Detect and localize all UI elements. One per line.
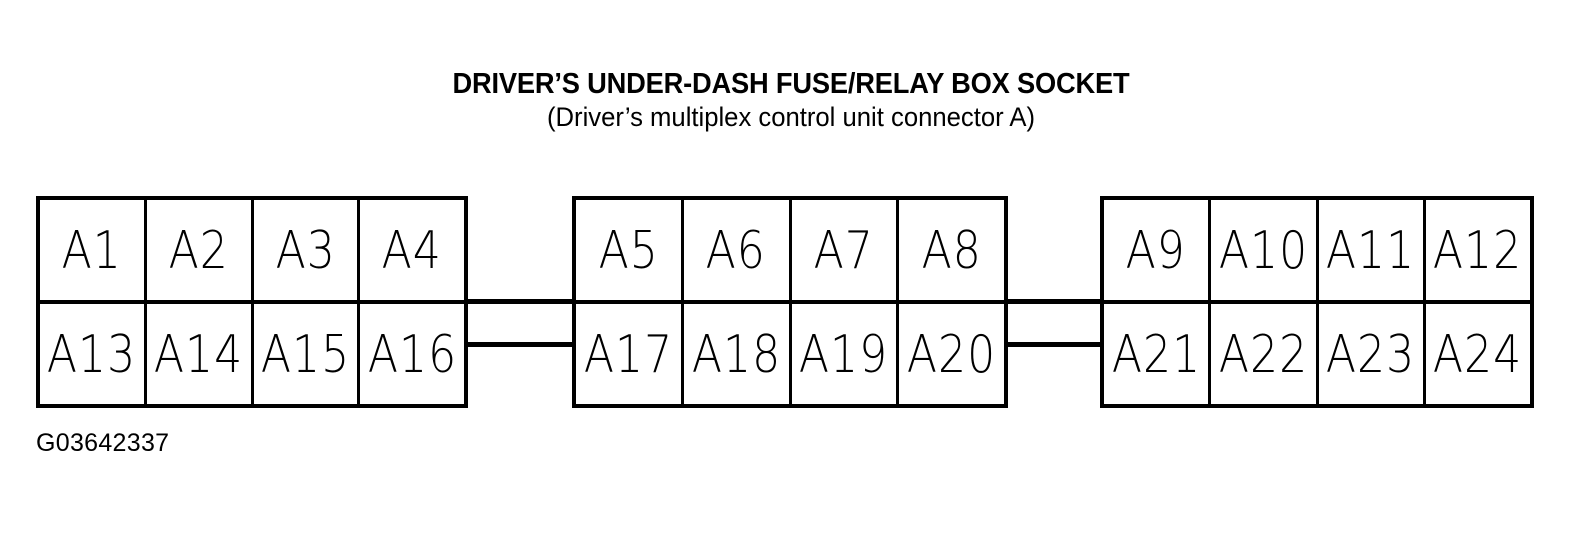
socket-label-a6: A6 bbox=[706, 219, 767, 281]
socket-cell-a14[interactable]: A14 bbox=[147, 304, 254, 404]
socket-label-a5: A5 bbox=[598, 219, 659, 281]
socket-cell-a13[interactable]: A13 bbox=[40, 304, 147, 404]
connector-block-1: A1 A2 A3 A4 A13 A14 A15 A16 bbox=[36, 196, 468, 408]
socket-label-a12: A12 bbox=[1433, 219, 1523, 281]
socket-label-a10: A10 bbox=[1218, 219, 1308, 281]
socket-label-a23: A23 bbox=[1326, 323, 1416, 385]
block-3-bottom-row: A21 A22 A23 A24 bbox=[1104, 304, 1530, 404]
socket-cell-a11[interactable]: A11 bbox=[1319, 200, 1426, 300]
socket-cell-a15[interactable]: A15 bbox=[254, 304, 361, 404]
socket-cell-a7[interactable]: A7 bbox=[792, 200, 900, 300]
socket-cell-a1[interactable]: A1 bbox=[40, 200, 147, 300]
socket-cell-a2[interactable]: A2 bbox=[147, 200, 254, 300]
socket-cell-a18[interactable]: A18 bbox=[684, 304, 792, 404]
socket-label-a7: A7 bbox=[813, 219, 874, 281]
connector-bridge-1-2 bbox=[466, 299, 574, 347]
socket-cell-a17[interactable]: A17 bbox=[576, 304, 684, 404]
figure-reference-code: G03642337 bbox=[36, 429, 170, 457]
socket-label-a20: A20 bbox=[907, 323, 997, 385]
bridge-line-upper bbox=[1006, 299, 1102, 304]
socket-label-a3: A3 bbox=[275, 219, 336, 281]
socket-label-a8: A8 bbox=[921, 219, 982, 281]
socket-label-a18: A18 bbox=[691, 323, 781, 385]
socket-cell-a4[interactable]: A4 bbox=[360, 200, 464, 300]
socket-cell-a5[interactable]: A5 bbox=[576, 200, 684, 300]
socket-cell-a3[interactable]: A3 bbox=[254, 200, 361, 300]
socket-cell-a24[interactable]: A24 bbox=[1426, 304, 1530, 404]
socket-label-a2: A2 bbox=[168, 219, 229, 281]
socket-cell-a12[interactable]: A12 bbox=[1426, 200, 1530, 300]
page-title: DRIVER’S UNDER-DASH FUSE/RELAY BOX SOCKE… bbox=[452, 68, 1130, 100]
socket-label-a4: A4 bbox=[382, 219, 443, 281]
socket-label-a17: A17 bbox=[583, 323, 673, 385]
connector-block-2: A5 A6 A7 A8 A17 A18 A19 A20 bbox=[572, 196, 1008, 408]
block-1-bottom-row: A13 A14 A15 A16 bbox=[40, 304, 464, 404]
socket-label-a9: A9 bbox=[1126, 219, 1187, 281]
socket-cell-a6[interactable]: A6 bbox=[684, 200, 792, 300]
title-block: DRIVER’S UNDER-DASH FUSE/RELAY BOX SOCKE… bbox=[0, 68, 1582, 132]
block-1-top-row: A1 A2 A3 A4 bbox=[40, 200, 464, 304]
socket-cell-a10[interactable]: A10 bbox=[1211, 200, 1319, 300]
block-3-top-row: A9 A10 A11 A12 bbox=[1104, 200, 1530, 304]
bridge-line-lower bbox=[1006, 342, 1102, 347]
socket-label-a16: A16 bbox=[367, 323, 457, 385]
socket-label-a1: A1 bbox=[61, 219, 122, 281]
socket-cell-a19[interactable]: A19 bbox=[792, 304, 900, 404]
socket-cell-a22[interactable]: A22 bbox=[1211, 304, 1319, 404]
socket-label-a15: A15 bbox=[260, 323, 350, 385]
socket-cell-a8[interactable]: A8 bbox=[899, 200, 1004, 300]
socket-cell-a23[interactable]: A23 bbox=[1319, 304, 1426, 404]
socket-cell-a20[interactable]: A20 bbox=[899, 304, 1004, 404]
bridge-line-upper bbox=[466, 299, 574, 304]
connector-bridge-2-3 bbox=[1006, 299, 1102, 347]
bridge-line-lower bbox=[466, 342, 574, 347]
socket-cell-a9[interactable]: A9 bbox=[1104, 200, 1212, 300]
socket-label-a22: A22 bbox=[1218, 323, 1308, 385]
socket-cell-a16[interactable]: A16 bbox=[360, 304, 464, 404]
socket-label-a13: A13 bbox=[47, 323, 137, 385]
socket-label-a24: A24 bbox=[1433, 323, 1523, 385]
socket-cell-a21[interactable]: A21 bbox=[1104, 304, 1212, 404]
page-subtitle: (Driver’s multiplex control unit connect… bbox=[546, 102, 1036, 132]
block-2-bottom-row: A17 A18 A19 A20 bbox=[576, 304, 1004, 404]
socket-label-a11: A11 bbox=[1326, 219, 1416, 281]
socket-label-a19: A19 bbox=[799, 323, 889, 385]
socket-label-a21: A21 bbox=[1111, 323, 1201, 385]
connector-block-3: A9 A10 A11 A12 A21 A22 A23 A24 bbox=[1100, 196, 1534, 408]
block-2-top-row: A5 A6 A7 A8 bbox=[576, 200, 1004, 304]
socket-label-a14: A14 bbox=[154, 323, 244, 385]
